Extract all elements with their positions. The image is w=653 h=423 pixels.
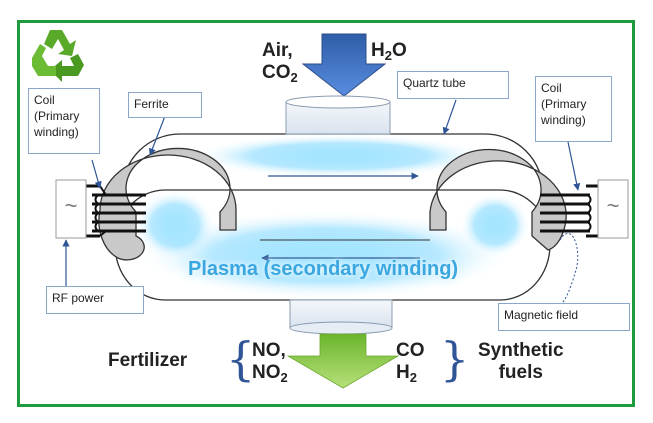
output-carbon: CO H2 (396, 340, 425, 389)
label-rf-power: RF power (46, 286, 144, 314)
top-port (285, 95, 391, 135)
label-plasma: Plasma (secondary winding) (188, 258, 459, 280)
output-fuels: fuels (498, 362, 543, 383)
leader-coil-right (567, 141, 581, 191)
output-synthetic: Synthetic (478, 340, 564, 361)
recycle-icon (32, 30, 84, 82)
output-synthetic-fuels: Synthetic fuels (478, 340, 564, 384)
input-arrow (301, 33, 387, 97)
ferrite-ring-right (429, 148, 567, 251)
plasma-glow-top (190, 134, 490, 178)
label-coil-right: Coil (Primary winding) (535, 76, 612, 142)
brace-left: { (226, 332, 256, 386)
output-fertilizer: Fertilizer (108, 350, 188, 371)
output-nitrogen: NO, NO2 (252, 340, 288, 389)
coil-right-line: (Primary (541, 97, 587, 111)
input-air-co2: Air, CO2 (262, 40, 298, 89)
label-ferrite: Ferrite (128, 92, 202, 118)
input-air: Air, (262, 40, 293, 61)
output-no: NO, (252, 340, 286, 361)
leader-ferrite (148, 115, 166, 156)
label-coil-left: Coil (Primary winding) (28, 88, 100, 154)
coil-left-line: (Primary (34, 109, 80, 123)
output-co: CO (396, 340, 425, 361)
plasma-glow-right (460, 193, 530, 257)
ac-symbol-right: ~ (606, 193, 620, 218)
ac-source-icon (597, 179, 629, 239)
label-quartz-tube: Quartz tube (397, 71, 509, 99)
output-no2: NO2 (252, 362, 288, 385)
coil-right (540, 184, 600, 238)
leader-coil-left (91, 159, 102, 189)
input-h2o: H2O (371, 40, 407, 63)
output-h2: H2 (396, 362, 417, 385)
output-arrow (286, 333, 400, 389)
input-co2: CO2 (262, 62, 298, 85)
plasma-glow-bottom (135, 210, 515, 300)
ac-source-icon (55, 179, 87, 239)
label-magnetic-field: Magnetic field (498, 303, 630, 331)
coil-right-line: Coil (541, 81, 562, 95)
coil-left-line: Coil (34, 93, 55, 107)
diagram-frame (17, 20, 635, 407)
leader-quartz (442, 99, 457, 135)
magnetic-field-loop (559, 232, 579, 306)
ac-symbol-left: ~ (64, 193, 78, 218)
coil-left-line: winding) (34, 125, 79, 139)
plasma-glow-left (135, 190, 215, 260)
bottom-port (289, 299, 393, 335)
brace-right: } (440, 332, 470, 386)
coil-right-line: winding) (541, 113, 586, 127)
